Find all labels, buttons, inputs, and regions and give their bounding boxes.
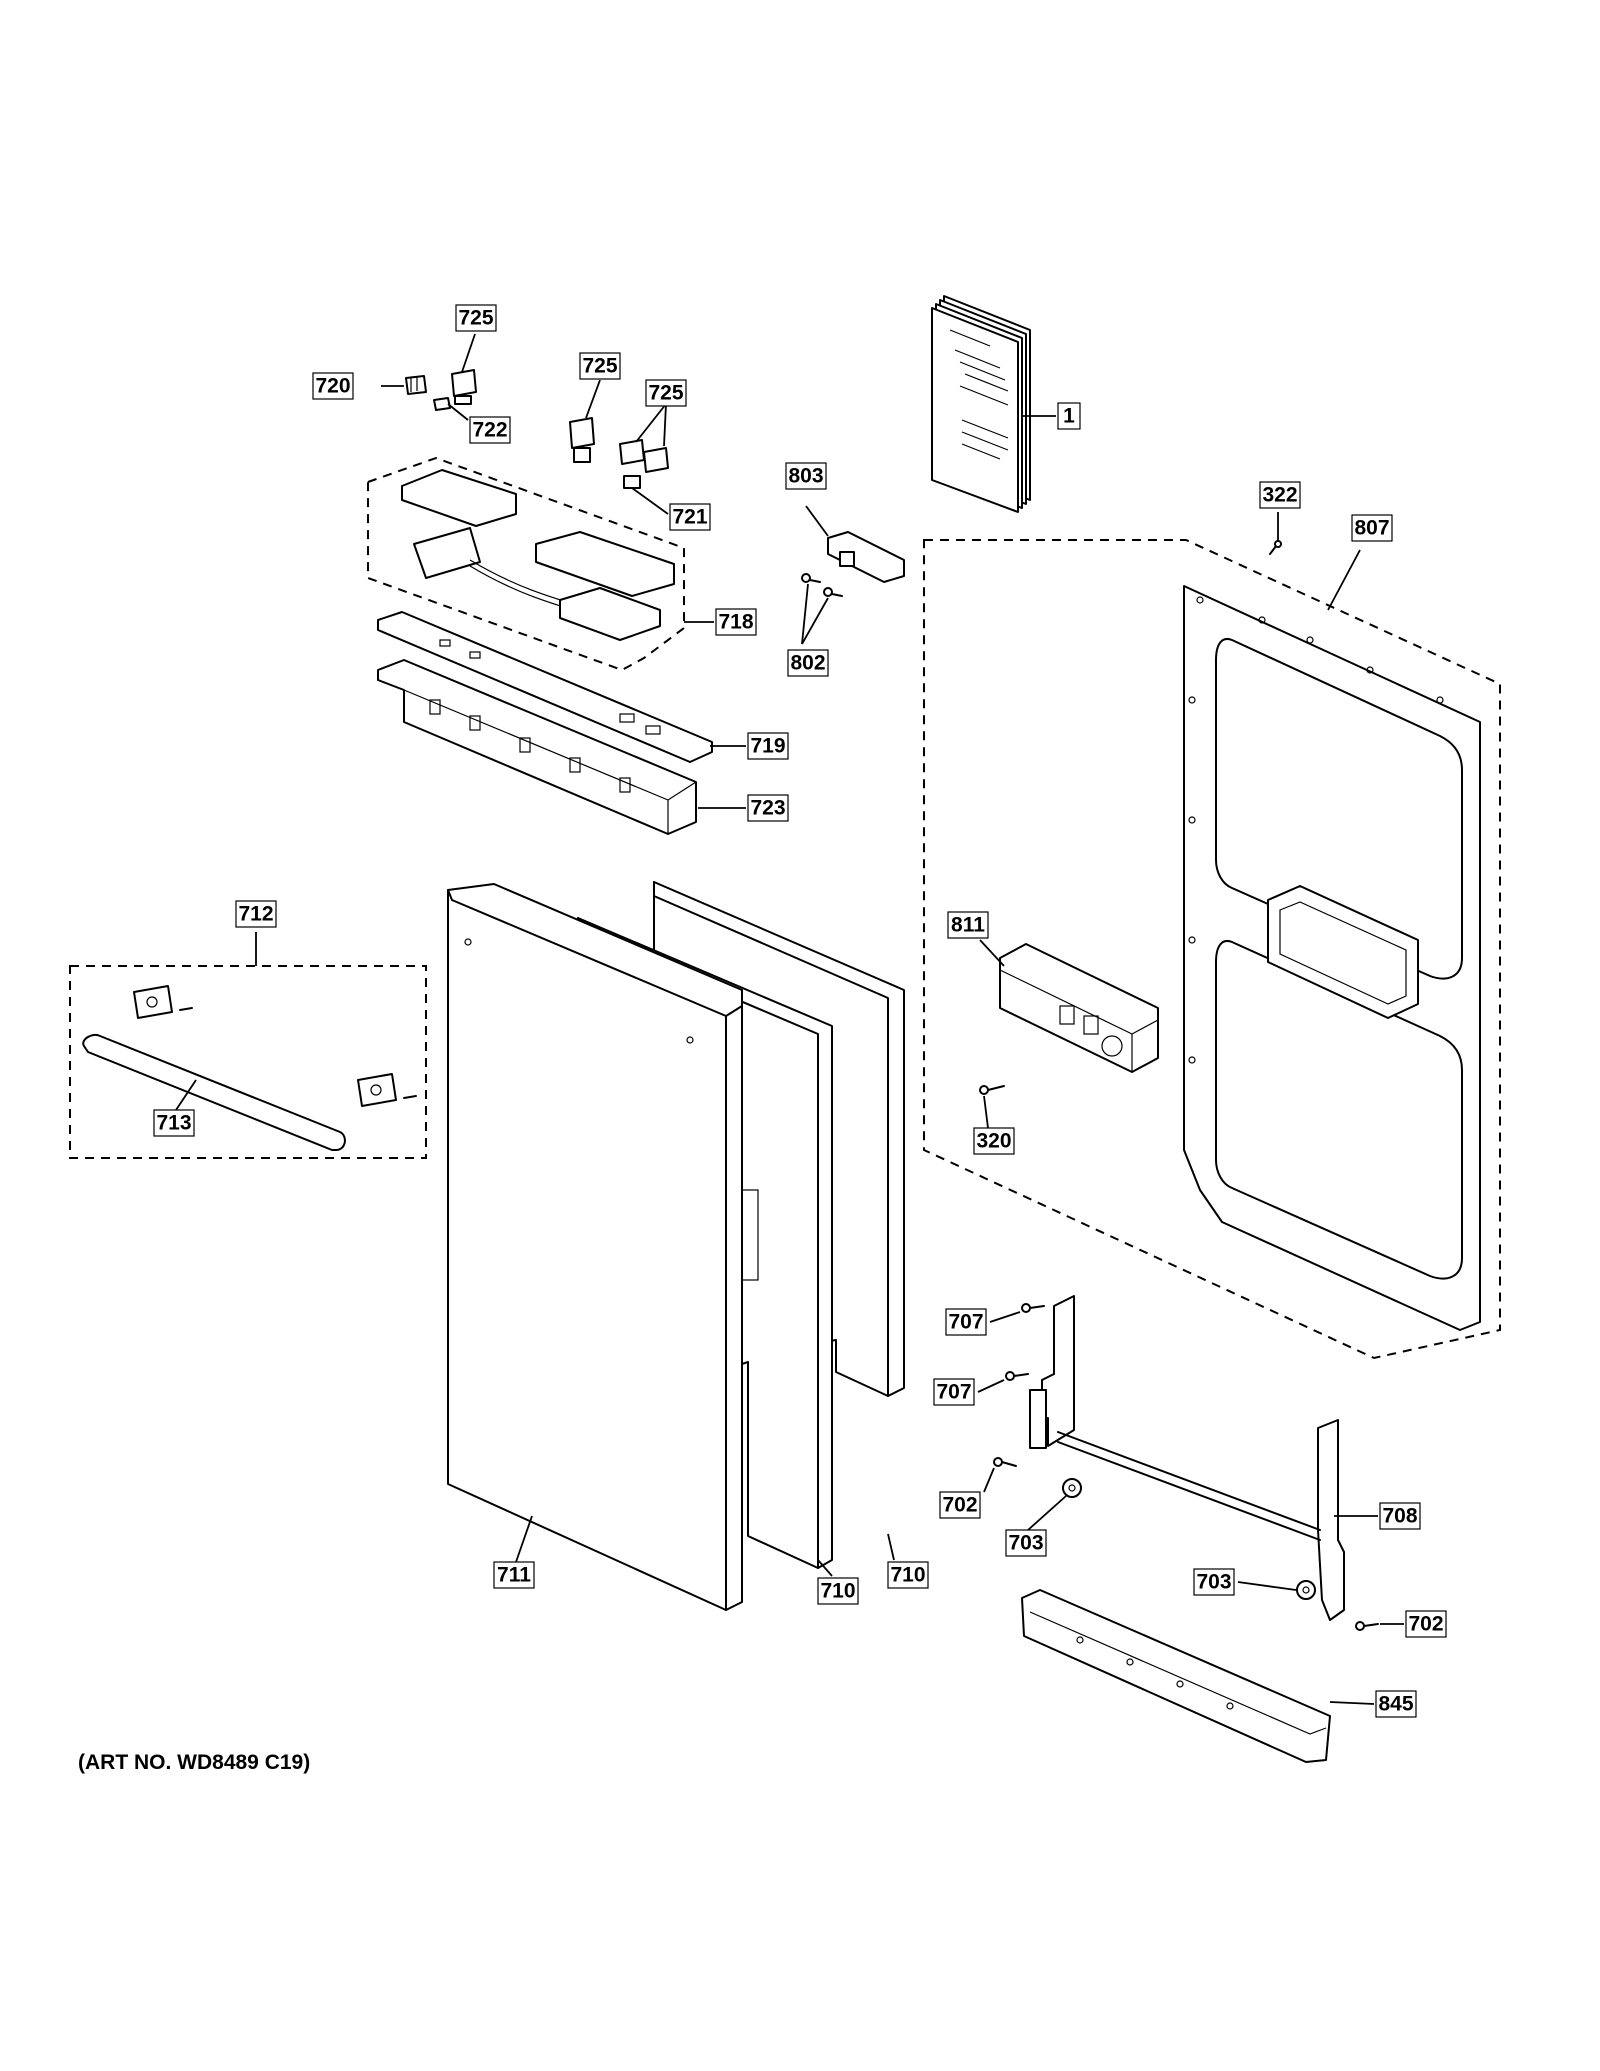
svg-text:725: 725 — [648, 382, 683, 405]
svg-text:722: 722 — [472, 419, 507, 442]
svg-text:807: 807 — [1354, 517, 1389, 540]
callout-label-725-left: 725 — [455, 304, 497, 332]
callout-label-811: 811 — [947, 911, 989, 939]
callout-label-725-right: 725 — [645, 379, 687, 407]
callout-label-721: 721 — [669, 503, 711, 531]
screw-702-a — [993, 1457, 1017, 1467]
svg-text:1: 1 — [1063, 405, 1075, 428]
svg-text:725: 725 — [458, 307, 493, 330]
svg-text:811: 811 — [951, 914, 985, 937]
callout-label-802: 802 — [787, 649, 829, 677]
callout-label-320: 320 — [973, 1127, 1015, 1155]
svg-text:708: 708 — [1382, 1505, 1417, 1528]
callout-label-713: 713 — [153, 1109, 195, 1137]
svg-text:703: 703 — [1196, 1571, 1231, 1594]
hinge-rod — [1057, 1431, 1321, 1541]
callout-label-710-back: 710 — [887, 1561, 929, 1589]
screw-707-a — [1021, 1303, 1045, 1313]
screw-707-b — [1005, 1371, 1029, 1381]
washer-703-b — [1296, 1580, 1316, 1600]
svg-text:322: 322 — [1262, 484, 1297, 507]
callout-label-845: 845 — [1375, 1690, 1417, 1718]
callout-label-322: 322 — [1259, 481, 1301, 509]
callout-label-803: 803 — [785, 462, 827, 490]
callout-label-720: 720 — [312, 372, 354, 400]
screw-320 — [979, 1085, 1005, 1095]
svg-text:703: 703 — [1008, 1532, 1043, 1555]
owner-manual-booklet — [931, 295, 1031, 513]
screw-702-b — [1355, 1621, 1379, 1631]
screw-802-b — [823, 587, 843, 597]
callout-label-702-right: 702 — [1405, 1610, 1447, 1638]
callout-label-725-center: 725 — [579, 352, 621, 380]
handle-assembly-712 — [69, 965, 427, 1159]
callout-label-1: 1 — [1057, 402, 1081, 430]
callout-label-710-front: 710 — [817, 1577, 859, 1605]
callout-label-707-bottom: 707 — [933, 1378, 975, 1406]
svg-text:713: 713 — [156, 1112, 191, 1135]
door-switch-803 — [827, 531, 905, 583]
screw-322 — [1269, 540, 1282, 555]
callout-label-708: 708 — [1379, 1502, 1421, 1530]
svg-text:845: 845 — [1378, 1693, 1413, 1716]
svg-text:803: 803 — [788, 465, 823, 488]
svg-text:710: 710 — [820, 1580, 855, 1603]
svg-text:710: 710 — [890, 1564, 925, 1587]
dispenser-811 — [999, 943, 1159, 1073]
hinge-arm-right-708 — [1317, 1419, 1345, 1621]
svg-text:702: 702 — [1408, 1613, 1443, 1636]
switch-725-right-pair — [619, 439, 669, 489]
art-number-caption: (ART NO. WD8489 C19) — [78, 1751, 311, 1774]
callout-label-723: 723 — [747, 794, 789, 822]
svg-text:707: 707 — [936, 1381, 971, 1404]
callout-label-719: 719 — [747, 732, 789, 760]
control-board-assembly-718 — [367, 456, 685, 672]
callout-label-718: 718 — [715, 608, 757, 636]
switch-725-center — [569, 417, 595, 463]
svg-text:725: 725 — [582, 355, 617, 378]
washer-703-a — [1062, 1478, 1082, 1498]
callout-label-722: 722 — [469, 416, 511, 444]
door-outer-panel-711 — [447, 883, 759, 1611]
control-panel-cover-719 — [377, 611, 713, 763]
callout-label-702-left: 702 — [939, 1491, 981, 1519]
callout-label-707-top: 707 — [945, 1308, 987, 1336]
svg-text:720: 720 — [315, 375, 350, 398]
callout-label-703-right: 703 — [1193, 1568, 1235, 1596]
svg-text:719: 719 — [750, 735, 785, 758]
svg-text:711: 711 — [497, 1564, 531, 1587]
hinge-arm-left — [1029, 1295, 1075, 1449]
svg-text:707: 707 — [948, 1311, 983, 1334]
connector-720 — [405, 375, 427, 395]
svg-text:712: 712 — [238, 903, 273, 926]
door-trim-845 — [1021, 1589, 1331, 1763]
svg-text:718: 718 — [718, 611, 753, 634]
callout-label-703-left: 703 — [1005, 1529, 1047, 1557]
switch-725-left — [451, 369, 477, 405]
callout-label-807: 807 — [1351, 514, 1393, 542]
callout-label-711: 711 — [493, 1561, 535, 1589]
svg-text:723: 723 — [750, 797, 785, 820]
screw-802-a — [801, 573, 821, 583]
clip-722 — [433, 397, 451, 411]
inner-door-assembly-807 — [923, 539, 1501, 1360]
svg-text:721: 721 — [672, 506, 707, 529]
control-housing-723 — [377, 659, 697, 835]
leader-lines — [175, 333, 1404, 1705]
svg-text:320: 320 — [976, 1130, 1011, 1153]
svg-text:802: 802 — [790, 652, 825, 675]
svg-text:702: 702 — [942, 1494, 977, 1517]
callout-label-712: 712 — [235, 900, 277, 928]
